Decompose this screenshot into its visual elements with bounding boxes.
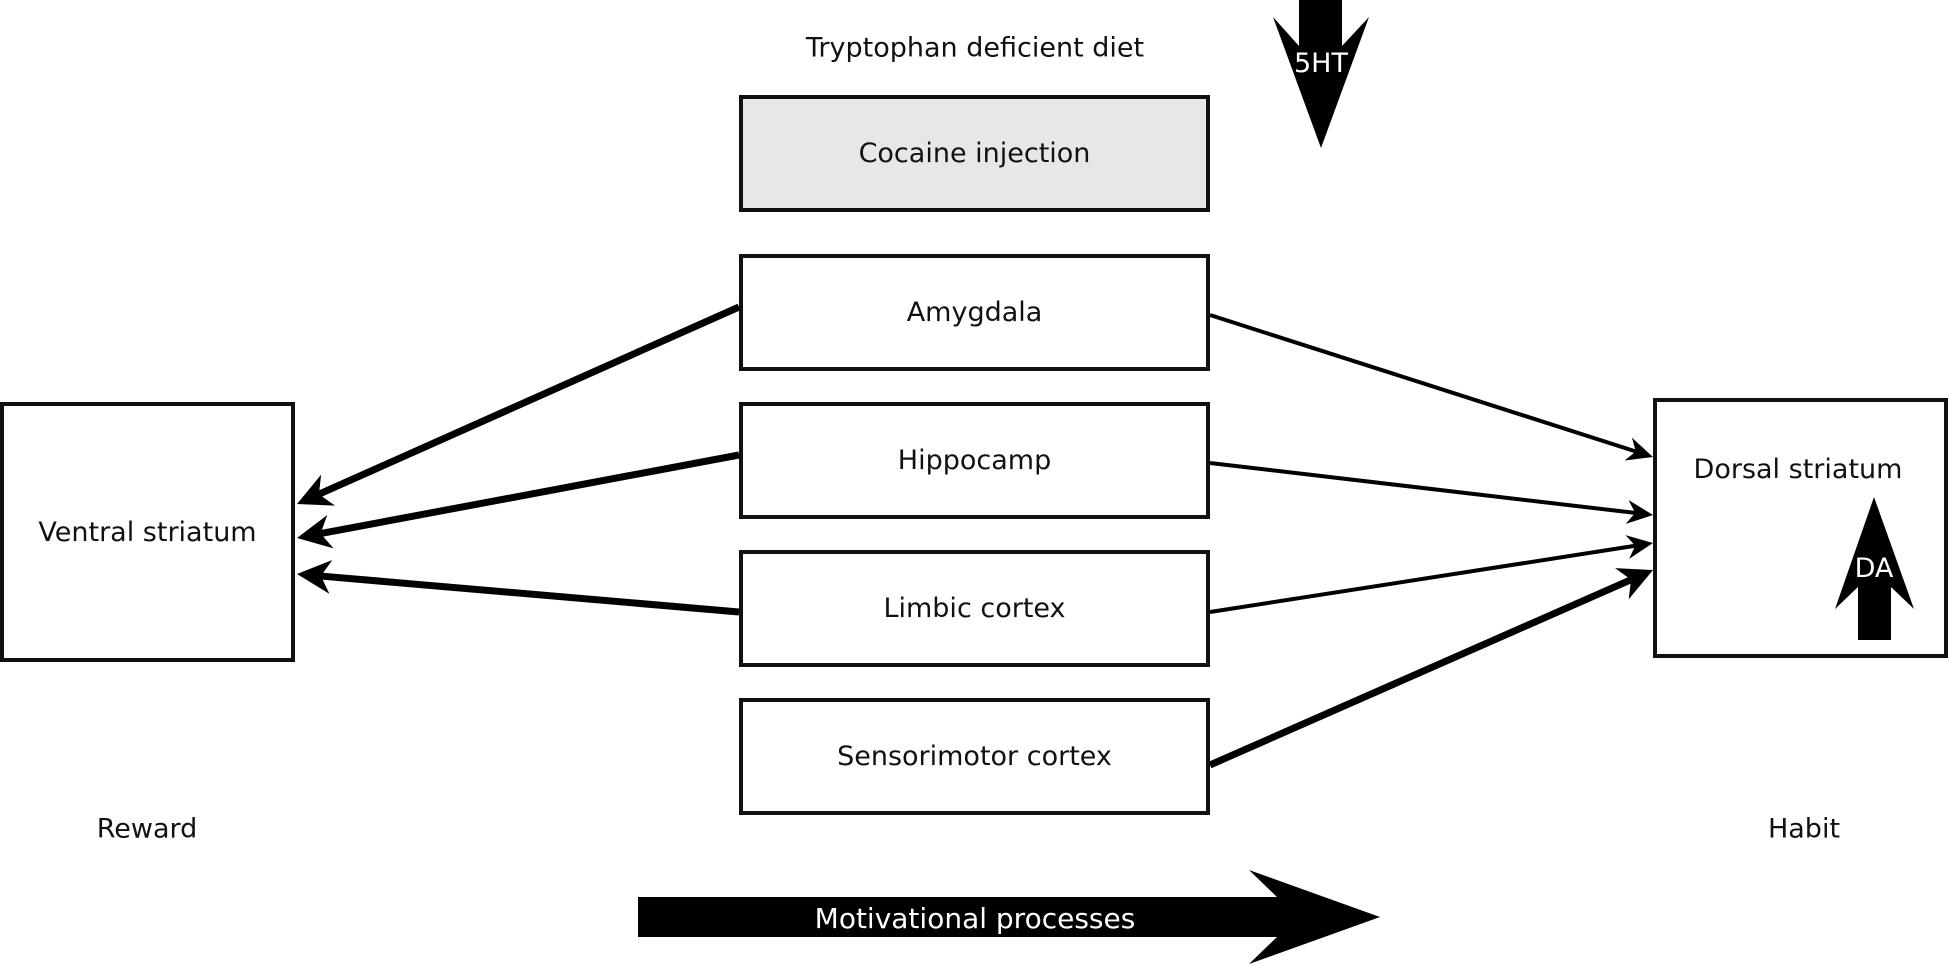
edge-amygdala-to-dorsal (1209, 313, 1637, 454)
node-sensorimotor-cortex: Sensorimotor cortex (739, 698, 1210, 815)
edges-group (297, 303, 1653, 769)
node-hippocamp: Hippocamp (739, 402, 1210, 519)
arrowhead-icon (297, 474, 335, 506)
node-label: Ventral striatum (38, 516, 257, 548)
node-amygdala: Amygdala (739, 254, 1210, 371)
arrowhead-icon (1625, 535, 1653, 559)
node-label: Cocaine injection (858, 138, 1091, 169)
edge-limbic-to-dorsal (1209, 543, 1636, 614)
habit-label: Habit (1767, 813, 1841, 845)
motivational-processes-arrow: Motivational processes (638, 870, 1380, 964)
diagram-title: Tryptophan deficient diet (805, 32, 1145, 64)
node-label: Sensorimotor cortex (837, 741, 1112, 772)
node-ventral-striatum: Ventral striatum (0, 402, 295, 662)
node-label: Limbic cortex (883, 593, 1066, 624)
serotonin-label: 5HT (1294, 48, 1348, 79)
arrowhead-icon (1625, 500, 1653, 524)
arrowhead-icon (297, 515, 334, 549)
node-limbic-cortex: Limbic cortex (739, 550, 1210, 667)
serotonin-down-arrow-icon: 5HT (1273, 0, 1369, 148)
arrowhead-icon (297, 559, 333, 594)
arrowhead-icon (1624, 437, 1653, 461)
dopamine-label: DA (1855, 553, 1894, 584)
edge-limbic-to-ventral (320, 572, 740, 616)
node-label: Amygdala (906, 297, 1043, 328)
node-label: Dorsal striatum (1693, 454, 1903, 485)
dopamine-up-arrow-icon: DA (1835, 497, 1914, 640)
edge-hippocamp-to-ventral (319, 451, 740, 538)
motivational-label: Motivational processes (815, 902, 1136, 935)
edge-sensorimotor-to-dorsal (1208, 576, 1633, 769)
reward-label: Reward (96, 813, 198, 845)
node-cocaine-injection: Cocaine injection (739, 95, 1210, 212)
arrowhead-icon (1615, 568, 1653, 600)
node-dorsal-striatum: Dorsal striatum (1653, 398, 1948, 658)
edge-hippocamp-to-dorsal (1209, 461, 1636, 515)
edge-amygdala-to-ventral (317, 303, 741, 498)
node-label: Hippocamp (897, 445, 1052, 476)
